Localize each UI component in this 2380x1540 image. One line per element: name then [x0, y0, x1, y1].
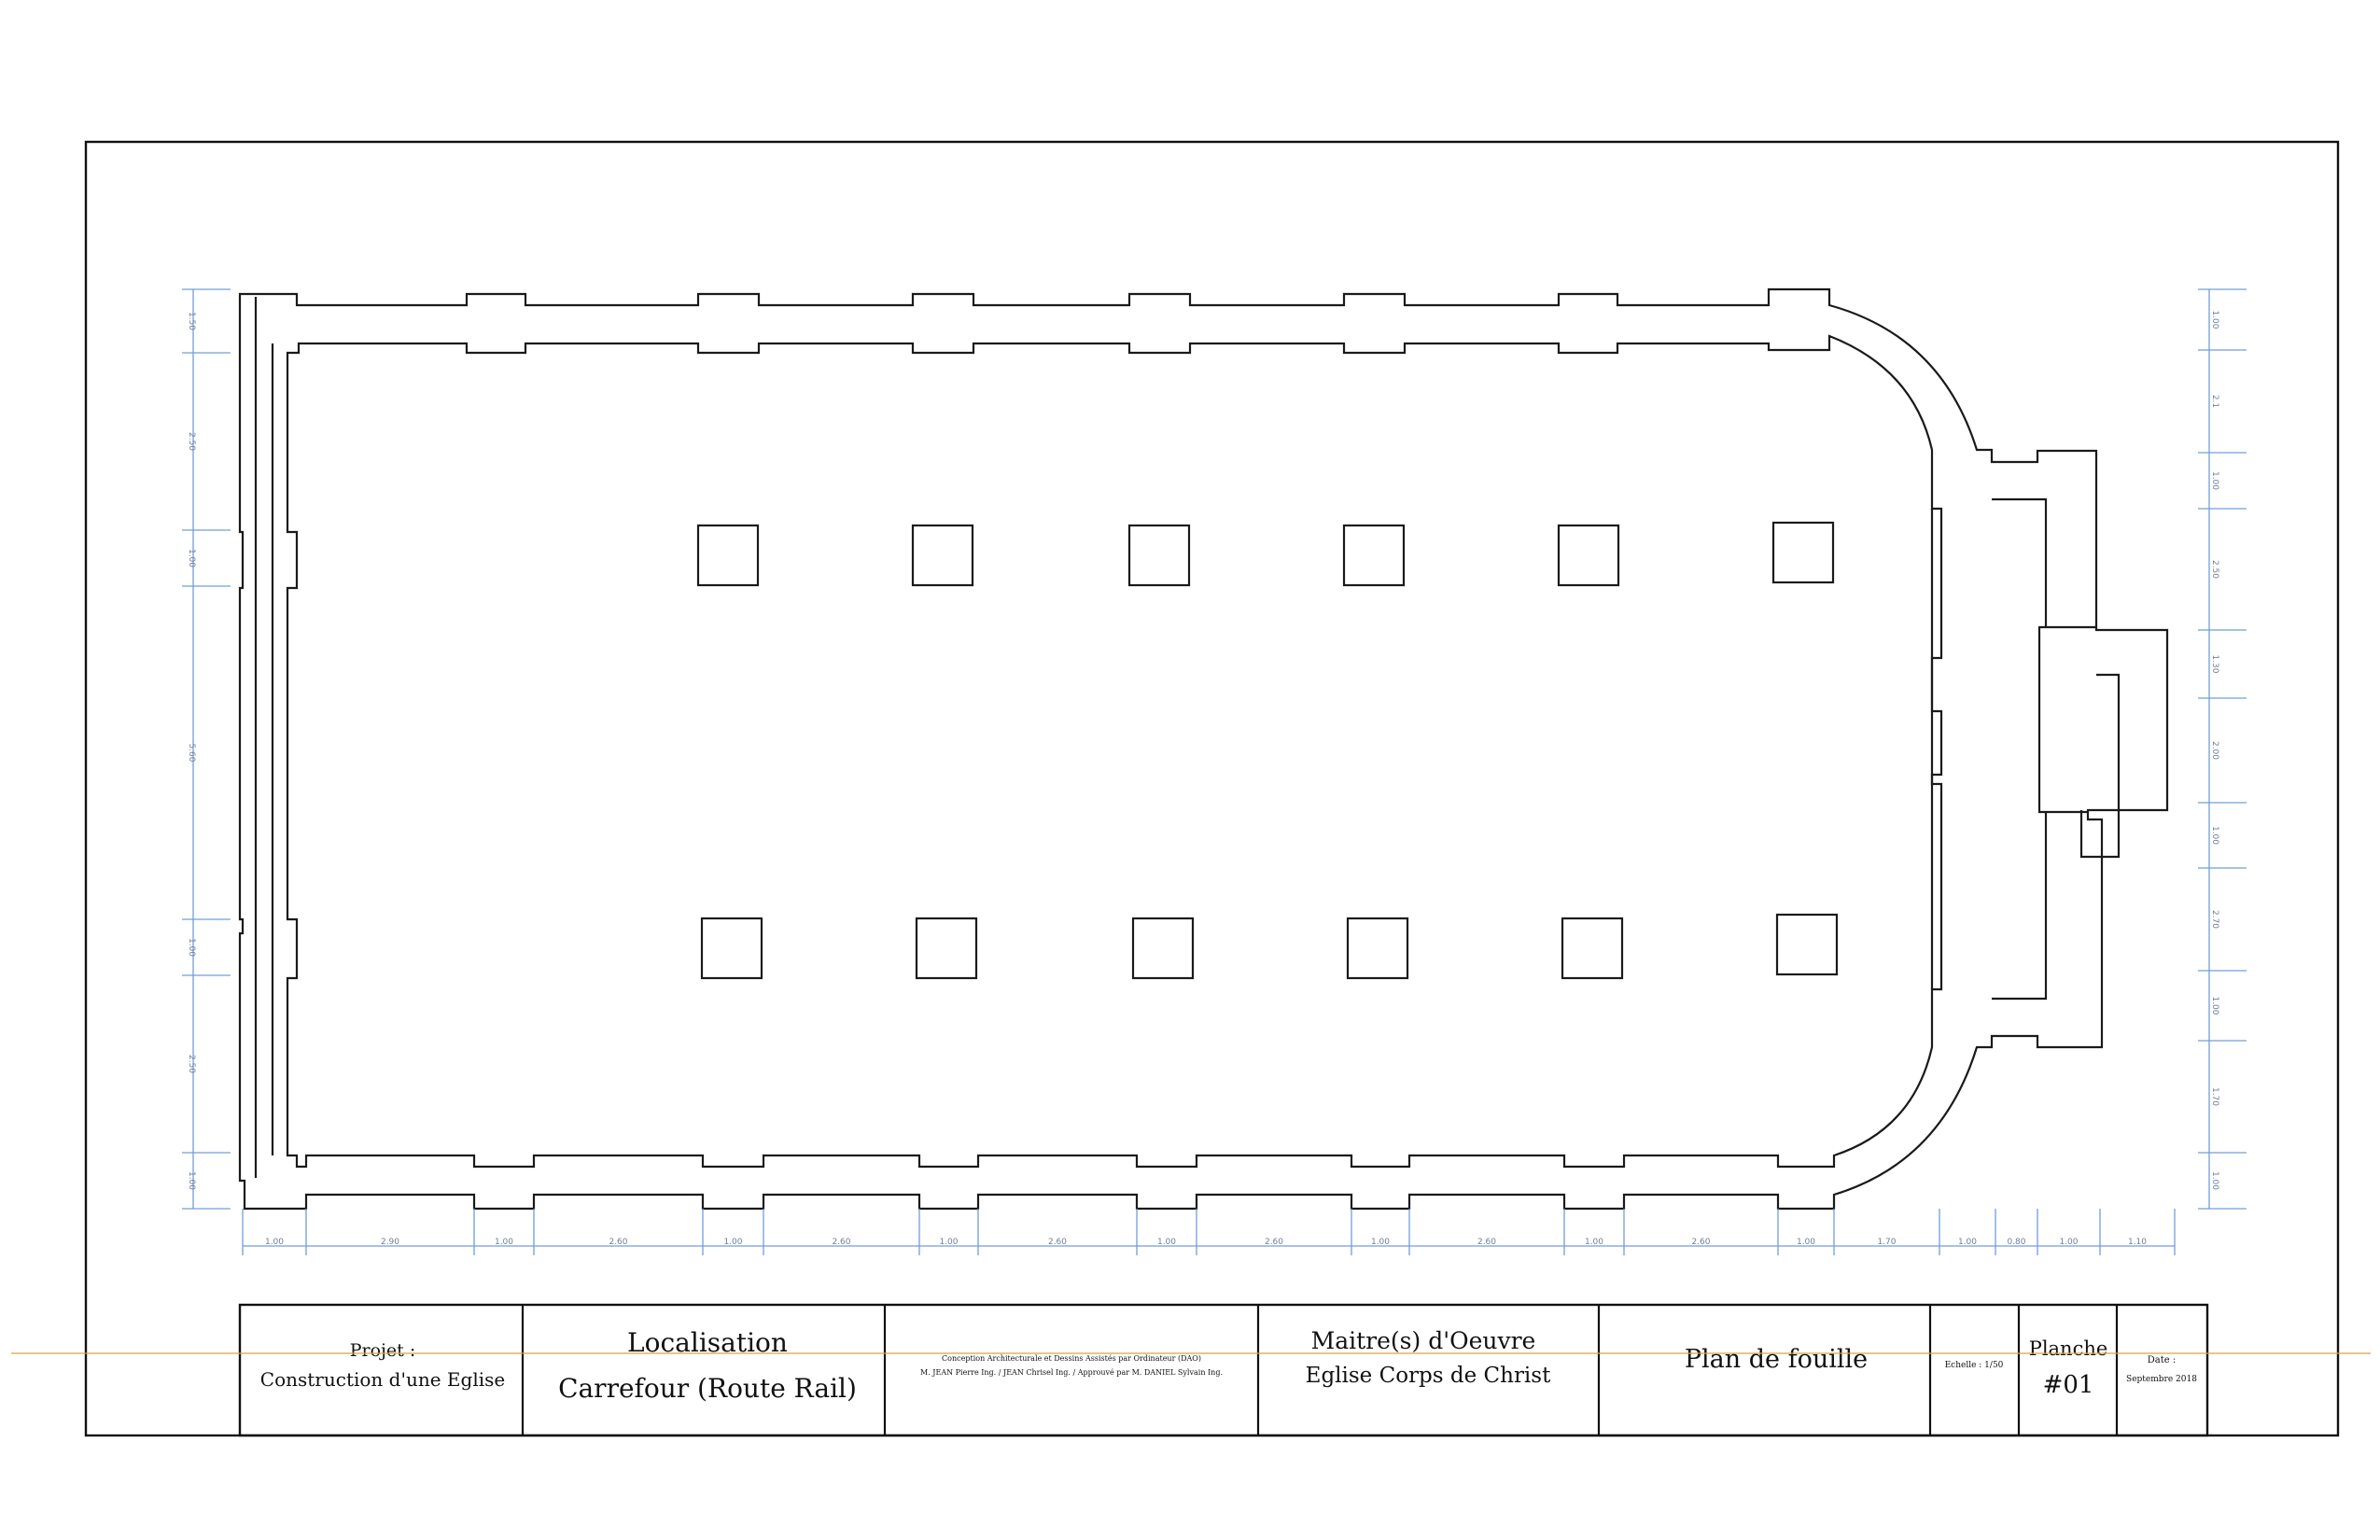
dimension-label: 2.70 — [2210, 910, 2219, 929]
dimension-label: 2.90 — [381, 1238, 399, 1247]
dimension-label: 1.30 — [2210, 654, 2219, 673]
planche-value: #01 — [2043, 1371, 2094, 1399]
dimension-label: 2.50 — [187, 432, 196, 451]
maitre-value: Eglise Corps de Christ — [1306, 1364, 1551, 1388]
left-wall-core — [254, 297, 274, 1178]
dimension-label: 1.00 — [2210, 826, 2219, 845]
dimension-label: 1.00 — [1797, 1238, 1815, 1247]
plan-title: Plan de fouille — [1685, 1345, 1868, 1374]
pillar — [1342, 524, 1406, 587]
dimension-label: 2.60 — [1691, 1238, 1710, 1247]
dimension-label: 1.00 — [2210, 471, 2219, 490]
date-value: Septembre 2018 — [2126, 1375, 2197, 1384]
pillar — [1127, 524, 1191, 587]
dimension-label: 1.00 — [187, 938, 196, 957]
dimension-label: 2.50 — [2210, 560, 2219, 579]
dimension-label: 0.80 — [2007, 1238, 2025, 1247]
pillar — [1346, 917, 1409, 980]
pillar — [1557, 524, 1620, 587]
dimension-label: 1.00 — [2059, 1238, 2078, 1247]
dimension-label: 1.00 — [2210, 996, 2219, 1015]
annex-inner — [1992, 497, 2121, 1001]
dimension-label: 5.60 — [187, 743, 196, 762]
dimension-label: 1.00 — [939, 1238, 958, 1247]
dimension-label: 2.60 — [609, 1238, 627, 1247]
dimension-label: 1.00 — [723, 1238, 742, 1247]
pillar — [700, 917, 763, 980]
dimension-chain-bottom: 1.00 2.90 1.00 2.60 1.00 2.60 1.00 2.60 1.00 2.60… — [242, 1209, 2176, 1255]
title-block: Projet : Construction d'une Eglise Local… — [238, 1303, 2209, 1437]
foundation-plan — [238, 287, 2169, 1211]
pillar — [696, 524, 760, 587]
dimension-label: 1.00 — [1958, 1238, 1977, 1247]
pillars — [696, 521, 1839, 980]
dimension-label: 1.00 — [2210, 310, 2219, 329]
dimension-label: 1.50 — [187, 312, 196, 330]
pillar — [915, 917, 978, 980]
title-block-frame — [238, 1303, 2209, 1437]
pillar — [911, 524, 974, 587]
credits-line-1: Conception Architecturale et Dessins Ass… — [942, 1354, 1201, 1363]
planche-label: Planche — [2029, 1337, 2108, 1360]
dimension-label: 1.70 — [2210, 1087, 2219, 1106]
dimension-label: 2.60 — [1265, 1238, 1283, 1247]
dimension-label: 1.70 — [1877, 1238, 1896, 1247]
dimension-label: 1.00 — [495, 1238, 513, 1247]
sheet-border — [84, 140, 2340, 1437]
dimension-label: 1.00 — [2210, 1171, 2219, 1190]
dimension-label: 1.00 — [187, 549, 196, 567]
pillar — [1771, 521, 1835, 584]
dimension-label: 1.00 — [265, 1238, 284, 1247]
date-label: Date : — [2148, 1355, 2176, 1365]
projet-value: Construction d'une Eglise — [260, 1368, 505, 1391]
dimension-chain-right: 1.00 2.1 1.00 2.50 1.30 2.00 1.00 2.70 1.00 1.70 1… — [2198, 288, 2247, 1210]
outer-wall — [238, 287, 2169, 1211]
localisation-value: Carrefour (Route Rail) — [558, 1373, 857, 1404]
pillar — [1131, 917, 1195, 980]
dimension-chain-left: 1.50 2.50 1.00 5.60 1.00 2.50 1.00 — [182, 288, 231, 1210]
dimension-label: 2.50 — [187, 1055, 196, 1073]
dimension-label: 2.60 — [832, 1238, 850, 1247]
projet-label: Projet : — [350, 1340, 416, 1361]
dimension-label: 1.00 — [187, 1171, 196, 1190]
pillar — [1561, 917, 1624, 980]
echelle: Echelle : 1/50 — [1945, 1361, 2004, 1370]
dimension-label: 2.00 — [2210, 741, 2219, 760]
dimension-label: 1.00 — [1157, 1238, 1176, 1247]
dimension-label: 1.00 — [1371, 1238, 1390, 1247]
dimension-label: 1.10 — [2128, 1238, 2147, 1247]
pillar — [1775, 913, 1839, 976]
dimension-label: 2.1 — [2210, 395, 2219, 408]
credits-line-2: M. JEAN Pierre Ing. / JEAN Chrisel Ing. … — [920, 1368, 1223, 1377]
dimension-label: 2.60 — [1477, 1238, 1496, 1247]
dimension-label: 1.00 — [1585, 1238, 1603, 1247]
dimension-label: 2.60 — [1048, 1238, 1067, 1247]
inner-wall — [286, 334, 1943, 1169]
maitre-label: Maitre(s) d'Oeuvre — [1311, 1327, 1536, 1354]
